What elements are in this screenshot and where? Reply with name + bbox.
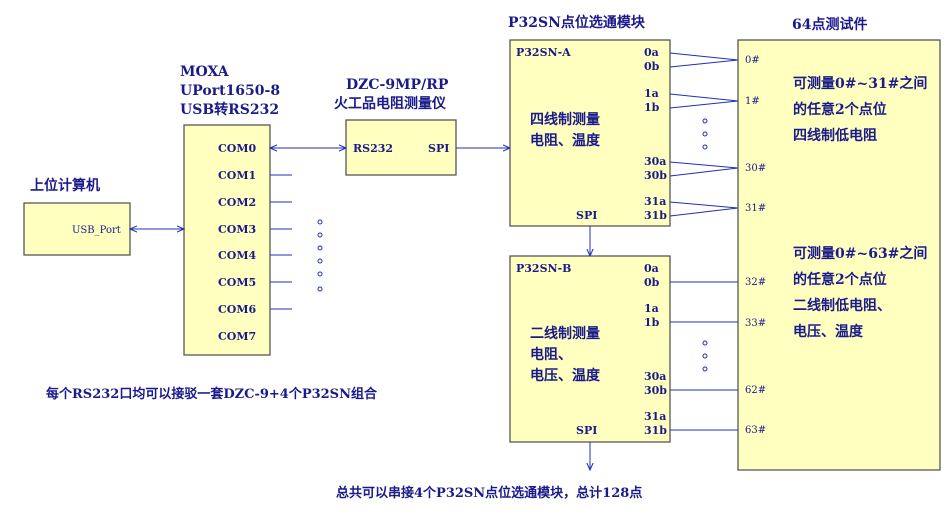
device-point-30: 30# xyxy=(745,163,766,174)
module-a-label-0a: 0a xyxy=(644,46,659,59)
device-desc-a-line-1: 可测量0#~31#之间 xyxy=(793,75,927,92)
module-a-label-1b: 1b xyxy=(644,101,660,114)
module-b-label-31a: 31a xyxy=(644,410,666,423)
module-b-name: P32SN-B xyxy=(516,262,571,275)
module-a-wires xyxy=(669,52,739,217)
pc-title: 上位计算机 xyxy=(30,177,100,194)
device-desc-b-line-1: 可测量0#~63#之间 xyxy=(793,245,927,262)
module-a-label-31b: 31b xyxy=(644,209,667,222)
moxa-port-com4: COM4 xyxy=(218,249,257,262)
device-point-31: 31# xyxy=(745,203,766,214)
device-point-62: 62# xyxy=(745,385,766,396)
device-desc-b-line-2: 的任意2个点位 xyxy=(793,271,887,288)
moxa-port-com0: COM0 xyxy=(218,142,257,155)
com-ellipsis-dots xyxy=(317,219,323,292)
note-total: 总共可以串接4个P32SN点位选通模块，总计128点 xyxy=(336,485,642,501)
module-b-label-30a: 30a xyxy=(644,370,666,383)
module-b-label-1a: 1a xyxy=(644,302,659,315)
module-b-desc-line-2: 电阻、 xyxy=(530,346,572,363)
device-point-1: 1# xyxy=(745,96,760,107)
module-b-desc-line-1: 二线制测量 xyxy=(530,325,600,342)
meter-title-line-1: DZC-9MP/RP xyxy=(346,77,449,93)
moxa-box xyxy=(183,124,271,356)
device-point-33: 33# xyxy=(745,318,766,329)
meter-title-line-2: 火工品电阻测量仪 xyxy=(334,95,447,112)
module-b-box xyxy=(509,255,671,443)
device-point-63: 63# xyxy=(745,425,766,436)
module-a-name: P32SN-A xyxy=(516,46,571,59)
meter-box xyxy=(345,119,457,176)
moxa-title-line-2: UPort1650-8 xyxy=(180,83,280,99)
module-a-spi-label: SPI xyxy=(576,209,597,222)
module-a-desc-line-1: 四线制测量 xyxy=(530,111,600,128)
pc-box xyxy=(23,202,131,256)
device-desc-a-line-3: 四线制低电阻 xyxy=(793,127,877,144)
moxa-port-com7: COM7 xyxy=(218,330,256,343)
device-desc-a-line-2: 的任意2个点位 xyxy=(793,101,887,118)
module-b-label-30b: 30b xyxy=(644,384,667,397)
device-point-0: 0# xyxy=(745,55,760,66)
note-rs232: 每个RS232口均可以接驳一套DZC-9+4个P32SN组合 xyxy=(46,386,378,402)
moxa-port-com3: COM3 xyxy=(218,223,256,236)
device-desc-b-line-4: 电压、温度 xyxy=(793,323,864,340)
module-b-ellipsis-dots xyxy=(702,340,708,372)
moxa-port-com5: COM5 xyxy=(218,276,256,289)
device-box xyxy=(737,39,941,471)
module-b-wires xyxy=(670,281,738,431)
module-a-label-1a: 1a xyxy=(644,87,659,100)
moxa-title-line-3: USB转RS232 xyxy=(180,101,279,118)
moxa-title-line-1: MOXA xyxy=(180,64,230,80)
moxa-port-com6: COM6 xyxy=(218,303,257,316)
moxa-port-com1: COM1 xyxy=(218,169,256,182)
module-b-spi-label: SPI xyxy=(576,424,597,437)
module-a-label-31a: 31a xyxy=(644,195,666,208)
device-point-32: 32# xyxy=(745,277,766,288)
module-a-ellipsis-dots xyxy=(702,118,708,150)
device-title: 64点测试件 xyxy=(792,16,867,33)
pc-port-label: USB_Port xyxy=(72,225,121,236)
meter-rs232-label: RS232 xyxy=(353,142,393,155)
module-b-label-0a: 0a xyxy=(644,262,659,275)
module-b-desc-line-3: 电压、温度 xyxy=(530,367,601,384)
moxa-port-com2: COM2 xyxy=(218,196,256,209)
module-group-title: P32SN点位选通模块 xyxy=(508,14,646,31)
module-a-label-0b: 0b xyxy=(644,60,660,73)
module-b-label-1b: 1b xyxy=(644,316,660,329)
module-b-label-31b: 31b xyxy=(644,424,667,437)
module-b-label-0b: 0b xyxy=(644,276,660,289)
device-desc-b-line-3: 二线制低电阻、 xyxy=(793,297,891,314)
meter-spi-label: SPI xyxy=(428,142,449,155)
module-a-label-30b: 30b xyxy=(644,169,667,182)
module-a-desc-line-2: 电阻、温度 xyxy=(530,132,601,149)
module-a-label-30a: 30a xyxy=(644,155,666,168)
